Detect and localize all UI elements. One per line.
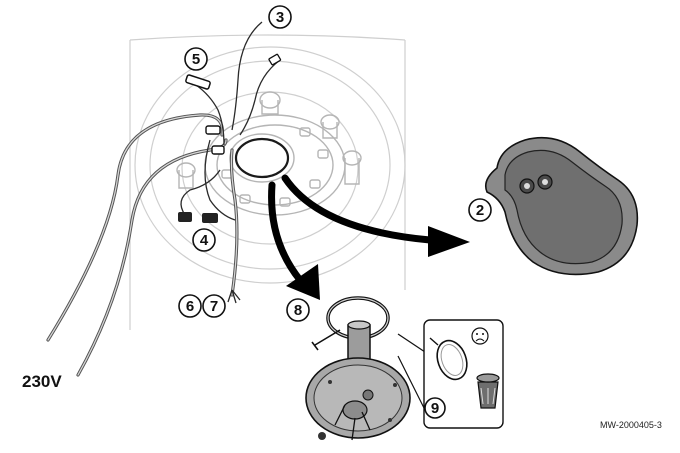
arrow-icon [281, 174, 470, 257]
callout-7: 7 [202, 294, 226, 318]
fitting [342, 150, 362, 185]
fitting [320, 114, 340, 139]
callout-5-number: 5 [192, 51, 200, 68]
sad-face-icon [471, 327, 489, 345]
callout-2-number: 2 [476, 202, 484, 219]
gasket-ring [429, 337, 468, 381]
heating-element [305, 296, 411, 441]
callout-3-number: 3 [276, 9, 284, 26]
callout-7-number: 7 [210, 298, 218, 315]
callout-5: 5 [184, 47, 208, 71]
disposal-inset: 9 [397, 319, 504, 429]
callout-9: 9 [424, 397, 446, 419]
callout-8: 8 [286, 298, 310, 322]
connector-block [178, 53, 282, 223]
arrow-icon [268, 181, 320, 300]
internal-wiring [180, 21, 281, 304]
callout-8-number: 8 [294, 302, 302, 319]
callout-6-number: 6 [186, 298, 194, 315]
water-heater-body [129, 34, 406, 330]
callout-4-number: 4 [200, 232, 209, 249]
reference-code: MW-2000405-3 [600, 420, 662, 430]
callout-4: 4 [192, 228, 216, 252]
callout-6: 6 [178, 294, 202, 318]
trash-bin-icon [476, 373, 500, 409]
callout-2: 2 [468, 198, 492, 222]
flange-cover [484, 136, 639, 276]
callout-3: 3 [268, 5, 292, 29]
fitting [259, 91, 281, 115]
fitting [176, 162, 196, 189]
callout-9-number: 9 [431, 400, 439, 417]
voltage-label: 230V [22, 372, 62, 391]
